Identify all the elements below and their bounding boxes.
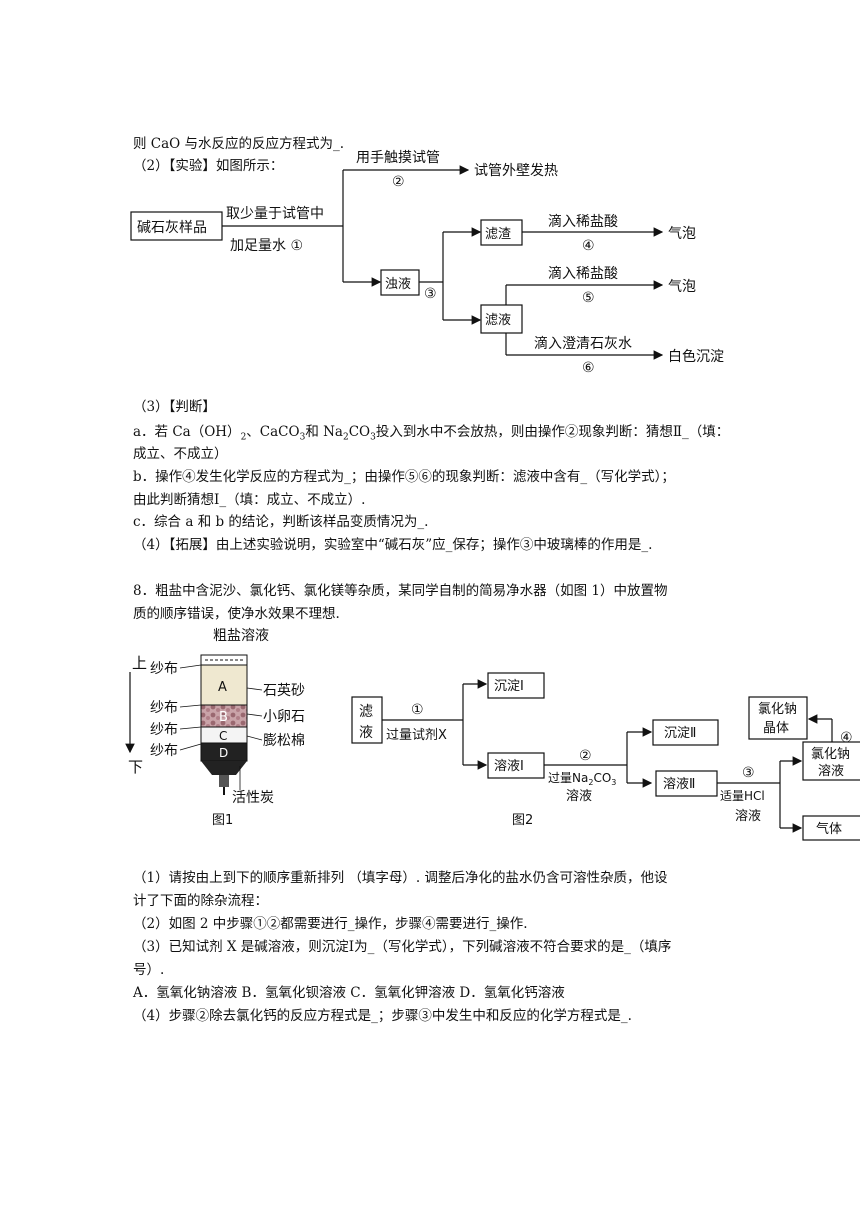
figure-1-caption: 图1 <box>212 813 233 828</box>
text-run: 、CaCO <box>246 424 300 440</box>
layer-c-label: C <box>219 729 227 743</box>
subscript: 3 <box>611 778 616 787</box>
text-line: （3）【判断】 <box>133 399 216 415</box>
na2co3-label: 过量Na2CO3 <box>548 771 616 787</box>
acid-label-2: 滴入稀盐酸 <box>548 265 618 282</box>
bubble-label-1: 气泡 <box>668 226 696 242</box>
text-line: 则 CaO 与水反应的反应方程式为_. <box>133 136 345 152</box>
down-label: 下 <box>128 758 143 776</box>
step-5-label: ⑤ <box>582 290 595 306</box>
carbon-label: 活性炭 <box>232 790 274 806</box>
gauze-label-1: 纱布 <box>150 661 178 677</box>
step-3-label: ③ <box>424 286 437 302</box>
text-line: （4）【拓展】由上述实验说明，实验室中“碱石灰”应_保存；操作③中玻璃棒的作用是… <box>133 537 653 553</box>
text-run: 和 Na <box>305 424 343 440</box>
filter-figure: 粗盐溶液 A B C D 上 下 纱布 纱布 纱布 纱布 石英砂 小卵石 膨松棉… <box>125 628 860 841</box>
sample-label: 碱石灰样品 <box>137 220 207 236</box>
filtrate-box <box>480 304 523 334</box>
gas-box <box>802 815 860 841</box>
text-run: a．若 Ca（OH） <box>133 424 241 440</box>
precipitate-1-box <box>487 672 545 699</box>
gas-label: 气体 <box>816 821 842 837</box>
text-line: 由此判断猜想Ⅰ_（填：成立、不成立）. <box>133 492 366 508</box>
nacl-crystal-label-2: 晶体 <box>763 721 789 736</box>
text-line: b．操作④发生化学反应的方程式为_；由操作⑤⑥的现象判断：滤液中含有_（写化学式… <box>133 469 675 485</box>
text-line: （2）如图 2 中步骤①②都需要进行_操作，步骤④需要进行_操作. <box>133 916 528 932</box>
limewater-label: 滴入澄清石灰水 <box>534 335 632 352</box>
figure-2-caption: 图2 <box>512 813 533 828</box>
text-line: （4）步骤②除去氯化钙的反应方程式是_；步骤③中发生中和反应的化学方程式是_. <box>133 1008 632 1024</box>
touch-label: 用手触摸试管 <box>356 150 440 166</box>
text-line: （1）请按由上到下的顺序重新排列 （填字母）. 调整后净化的盐水仍含可溶性杂质，… <box>133 870 668 886</box>
subscript: 3 <box>370 432 376 443</box>
gauze-label-2: 纱布 <box>150 700 178 716</box>
solution-1-label: 溶液Ⅰ <box>494 759 524 774</box>
cotton-label: 膨松棉 <box>263 732 305 749</box>
quartz-label: 石英砂 <box>263 682 305 699</box>
fig2-step-3: ③ <box>742 765 755 781</box>
nacl-crystal-box <box>748 696 808 740</box>
text-line: （2）【实验】如图所示： <box>133 158 284 174</box>
water-label: 加足量水 ① <box>230 238 303 254</box>
text-line: A．氢氧化钠溶液 B．氢氧化钡溶液 C．氢氧化钾溶液 D．氢氧化钙溶液 <box>133 985 565 1001</box>
text-line: 质的顺序错误，使净水效果不理想. <box>133 606 340 622</box>
text-line: c．综合 a 和 b 的结论，判断该样品变质情况为_. <box>133 514 429 530</box>
text-run: 投入到水中不会放热，则由操作②现象判断：猜想Ⅱ_（填： <box>375 424 730 440</box>
fig2-step-4: ④ <box>840 730 853 746</box>
subscript: 2 <box>240 432 247 443</box>
up-label: 上 <box>132 654 147 672</box>
step-4-label: ④ <box>582 238 595 254</box>
step-2-label: ② <box>392 174 405 190</box>
filtrate-label-1: 滤 <box>359 704 373 720</box>
layer-b-label: B <box>219 710 228 725</box>
step-6-label: ⑥ <box>582 360 595 376</box>
nacl-solution-label-1: 氯化钠 <box>811 747 850 762</box>
text-line: 8．粗盐中含泥沙、氯化钙、氯化镁等杂质，某同学自制的简易净水器（如图 1）中放置… <box>133 583 668 599</box>
subscript: 3 <box>299 432 306 443</box>
na2co3-part: 过量Na <box>548 771 588 785</box>
text-line: 号）. <box>133 962 165 978</box>
text-run: CO <box>348 424 371 440</box>
hcl-solution-label: 溶液 <box>735 809 761 824</box>
text-line: 成立、不成立） <box>133 446 228 462</box>
turbid-label: 浊液 <box>385 277 411 292</box>
fig2-step-2: ② <box>579 748 592 764</box>
text-line: 计了下面的除杂流程： <box>133 893 268 909</box>
experiment-flowchart: 碱石灰样品 取少量于试管中 加足量水 ① 用手触摸试管 ② 试管外壁发热 浊液 … <box>130 150 724 376</box>
text-line: （3）已知试剂 X 是碱溶液，则沉淀Ⅰ为_（写化学式），下列碱溶液不符合要求的是… <box>133 939 672 955</box>
residue-label: 滤渣 <box>485 227 511 242</box>
layer-a <box>200 664 248 706</box>
subscript: 2 <box>342 432 349 443</box>
layer-a-label: A <box>218 680 227 695</box>
gauze-label-4: 纱布 <box>150 743 178 759</box>
na2co3-solution-label: 溶液 <box>566 789 592 804</box>
gauze-label-3: 纱布 <box>150 722 178 738</box>
take-label: 取少量于试管中 <box>226 206 324 222</box>
pebble-label: 小卵石 <box>263 709 305 725</box>
precipitate-2-box <box>652 719 719 746</box>
nacl-crystal-label-1: 氯化钠 <box>758 702 797 717</box>
hot-label: 试管外壁发热 <box>474 163 558 179</box>
white-ppt-label: 白色沉淀 <box>668 348 724 365</box>
acid-label-1: 滴入稀盐酸 <box>548 213 618 230</box>
solution-2-label: 溶液Ⅱ <box>663 777 695 792</box>
nacl-solution-label-2: 溶液 <box>818 764 844 779</box>
brine-label: 粗盐溶液 <box>213 628 269 644</box>
precipitate-1-label: 沉淀Ⅰ <box>494 679 524 694</box>
text-line: a．若 Ca（OH）2、CaCO3和 Na2CO3投入到水中不会放热，则由操作②… <box>133 422 729 448</box>
bubble-label-2: 气泡 <box>668 279 696 295</box>
hcl-label: 适量HCl <box>720 789 765 803</box>
filtrate-label-2: 液 <box>359 725 373 741</box>
layer-d-label: D <box>219 746 228 760</box>
subscript: 2 <box>588 778 593 787</box>
precipitate-2-label: 沉淀Ⅱ <box>664 726 696 741</box>
filtrate-label: 滤液 <box>485 313 511 328</box>
reagent-label: 过量试剂X <box>386 728 447 743</box>
na2co3-part: CO <box>593 771 611 785</box>
fig2-step-1: ① <box>411 702 424 718</box>
